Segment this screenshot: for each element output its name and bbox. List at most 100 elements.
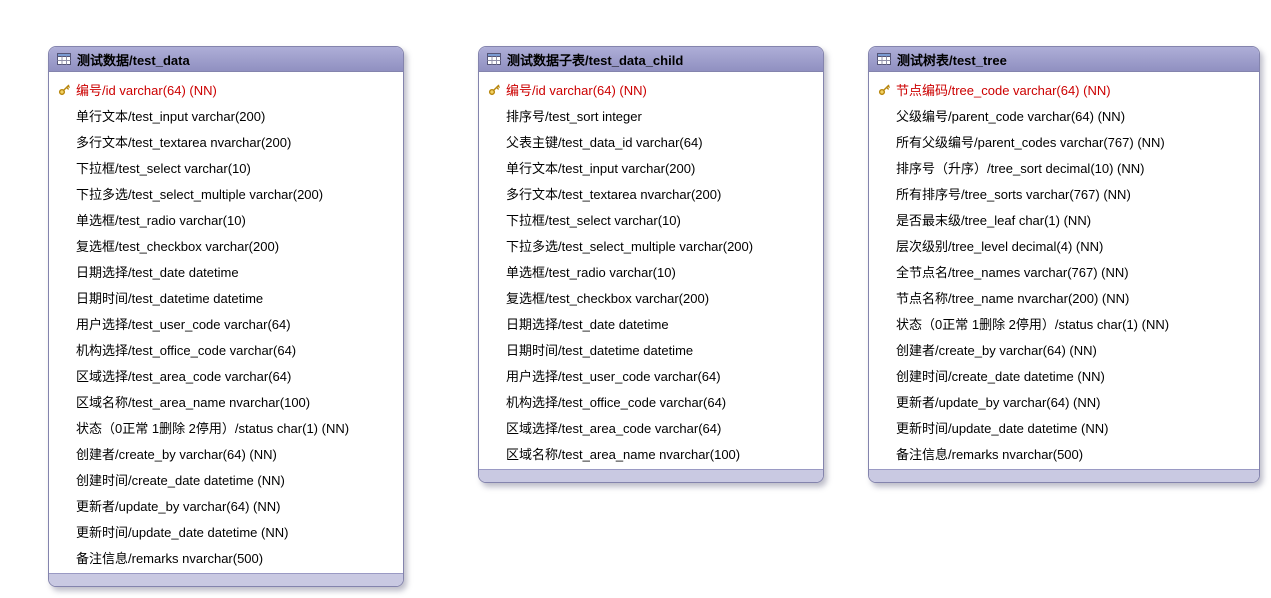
field-row[interactable]: 父表主键/test_data_id varchar(64) (479, 128, 823, 154)
field-row[interactable]: 节点名称/tree_name nvarchar(200) (NN) (869, 284, 1259, 310)
table-header[interactable]: 测试数据/test_data (49, 47, 403, 72)
table-title: 测试树表/test_tree (897, 52, 1007, 68)
field-label: 备注信息/remarks nvarchar(500) (896, 446, 1084, 462)
field-label: 排序号（升序）/tree_sort decimal(10) (NN) (896, 160, 1145, 176)
field-row[interactable]: 备注信息/remarks nvarchar(500) (869, 440, 1259, 466)
field-label: 单行文本/test_input varchar(200) (506, 160, 696, 176)
field-row[interactable]: 机构选择/test_office_code varchar(64) (479, 388, 823, 414)
field-row[interactable]: 日期选择/test_date datetime (49, 258, 403, 284)
key-icon-spacer (486, 185, 502, 201)
key-icon-spacer (56, 367, 72, 383)
primary-key-icon (486, 81, 502, 97)
table-grid-icon (487, 53, 501, 65)
field-label: 所有排序号/tree_sorts varchar(767) (NN) (896, 186, 1131, 202)
key-icon-spacer (876, 315, 892, 331)
field-row-primary-key[interactable]: 节点编码/tree_code varchar(64) (NN) (869, 76, 1259, 102)
field-row[interactable]: 备注信息/remarks nvarchar(500) (49, 544, 403, 570)
field-row[interactable]: 单选框/test_radio varchar(10) (479, 258, 823, 284)
field-row[interactable]: 创建者/create_by varchar(64) (NN) (49, 440, 403, 466)
field-row[interactable]: 机构选择/test_office_code varchar(64) (49, 336, 403, 362)
field-label: 区域选择/test_area_code varchar(64) (76, 368, 292, 384)
field-label: 日期时间/test_datetime datetime (76, 290, 264, 306)
table-card-test-tree[interactable]: 测试树表/test_tree 节点编码/tree_code varchar(64… (868, 46, 1260, 483)
field-row[interactable]: 是否最末级/tree_leaf char(1) (NN) (869, 206, 1259, 232)
key-icon-spacer (486, 419, 502, 435)
field-row[interactable]: 单行文本/test_input varchar(200) (49, 102, 403, 128)
field-row[interactable]: 创建时间/create_date datetime (NN) (49, 466, 403, 492)
primary-key-icon (56, 81, 72, 97)
field-row[interactable]: 用户选择/test_user_code varchar(64) (49, 310, 403, 336)
field-row[interactable]: 创建者/create_by varchar(64) (NN) (869, 336, 1259, 362)
field-row[interactable]: 单行文本/test_input varchar(200) (479, 154, 823, 180)
key-icon-spacer (876, 185, 892, 201)
field-row[interactable]: 多行文本/test_textarea nvarchar(200) (479, 180, 823, 206)
table-title: 测试数据/test_data (77, 52, 190, 68)
field-row[interactable]: 更新时间/update_date datetime (NN) (869, 414, 1259, 440)
key-icon-spacer (56, 341, 72, 357)
field-row[interactable]: 日期时间/test_datetime datetime (49, 284, 403, 310)
field-row-primary-key[interactable]: 编号/id varchar(64) (NN) (49, 76, 403, 102)
field-row[interactable]: 父级编号/parent_code varchar(64) (NN) (869, 102, 1259, 128)
field-label: 创建者/create_by varchar(64) (NN) (896, 342, 1097, 358)
field-row[interactable]: 状态（0正常 1删除 2停用）/status char(1) (NN) (49, 414, 403, 440)
table-footer (869, 469, 1259, 482)
field-label: 节点编码/tree_code varchar(64) (NN) (896, 82, 1111, 98)
field-row[interactable]: 更新时间/update_date datetime (NN) (49, 518, 403, 544)
key-icon-spacer (56, 133, 72, 149)
key-icon-spacer (876, 445, 892, 461)
field-row[interactable]: 单选框/test_radio varchar(10) (49, 206, 403, 232)
table-header[interactable]: 测试树表/test_tree (869, 47, 1259, 72)
table-grid-icon (57, 53, 71, 65)
field-row[interactable]: 更新者/update_by varchar(64) (NN) (869, 388, 1259, 414)
field-row[interactable]: 全节点名/tree_names varchar(767) (NN) (869, 258, 1259, 284)
field-label: 更新时间/update_date datetime (NN) (76, 524, 289, 540)
key-icon-spacer (56, 315, 72, 331)
key-icon-spacer (56, 211, 72, 227)
key-icon-spacer (486, 263, 502, 279)
field-row[interactable]: 所有排序号/tree_sorts varchar(767) (NN) (869, 180, 1259, 206)
key-icon-spacer (876, 341, 892, 357)
field-row[interactable]: 复选框/test_checkbox varchar(200) (49, 232, 403, 258)
field-row[interactable]: 下拉多选/test_select_multiple varchar(200) (49, 180, 403, 206)
field-label: 区域名称/test_area_name nvarchar(100) (506, 446, 741, 462)
table-card-test-data[interactable]: 测试数据/test_data 编号/id varchar(64) (NN) 单行文… (48, 46, 404, 587)
key-icon-spacer (486, 289, 502, 305)
field-row[interactable]: 区域名称/test_area_name nvarchar(100) (479, 440, 823, 466)
field-label: 复选框/test_checkbox varchar(200) (506, 290, 710, 306)
field-label: 机构选择/test_office_code varchar(64) (76, 342, 297, 358)
field-row[interactable]: 区域选择/test_area_code varchar(64) (49, 362, 403, 388)
field-label: 多行文本/test_textarea nvarchar(200) (506, 186, 722, 202)
field-row[interactable]: 排序号（升序）/tree_sort decimal(10) (NN) (869, 154, 1259, 180)
field-row[interactable]: 层次级别/tree_level decimal(4) (NN) (869, 232, 1259, 258)
field-label: 编号/id varchar(64) (NN) (76, 82, 217, 98)
field-label: 机构选择/test_office_code varchar(64) (506, 394, 727, 410)
key-icon-spacer (876, 107, 892, 123)
table-header[interactable]: 测试数据子表/test_data_child (479, 47, 823, 72)
field-row[interactable]: 多行文本/test_textarea nvarchar(200) (49, 128, 403, 154)
field-row[interactable]: 排序号/test_sort integer (479, 102, 823, 128)
field-row-primary-key[interactable]: 编号/id varchar(64) (NN) (479, 76, 823, 102)
key-icon-spacer (486, 393, 502, 409)
field-row[interactable]: 区域名称/test_area_name nvarchar(100) (49, 388, 403, 414)
field-row[interactable]: 所有父级编号/parent_codes varchar(767) (NN) (869, 128, 1259, 154)
field-label: 单选框/test_radio varchar(10) (506, 264, 676, 280)
key-icon-spacer (56, 107, 72, 123)
field-row[interactable]: 用户选择/test_user_code varchar(64) (479, 362, 823, 388)
field-row[interactable]: 下拉多选/test_select_multiple varchar(200) (479, 232, 823, 258)
field-list: 节点编码/tree_code varchar(64) (NN) 父级编号/pare… (869, 72, 1259, 469)
field-row[interactable]: 下拉框/test_select varchar(10) (49, 154, 403, 180)
key-icon-spacer (876, 367, 892, 383)
field-row[interactable]: 下拉框/test_select varchar(10) (479, 206, 823, 232)
field-row[interactable]: 复选框/test_checkbox varchar(200) (479, 284, 823, 310)
field-row[interactable]: 日期选择/test_date datetime (479, 310, 823, 336)
table-card-test-data-child[interactable]: 测试数据子表/test_data_child 编号/id varchar(64)… (478, 46, 824, 483)
field-row[interactable]: 更新者/update_by varchar(64) (NN) (49, 492, 403, 518)
field-label: 备注信息/remarks nvarchar(500) (76, 550, 264, 566)
field-row[interactable]: 创建时间/create_date datetime (NN) (869, 362, 1259, 388)
field-label: 排序号/test_sort integer (506, 108, 642, 124)
field-row[interactable]: 区域选择/test_area_code varchar(64) (479, 414, 823, 440)
field-row[interactable]: 日期时间/test_datetime datetime (479, 336, 823, 362)
key-icon-spacer (56, 393, 72, 409)
field-row[interactable]: 状态（0正常 1删除 2停用）/status char(1) (NN) (869, 310, 1259, 336)
key-icon-spacer (876, 419, 892, 435)
